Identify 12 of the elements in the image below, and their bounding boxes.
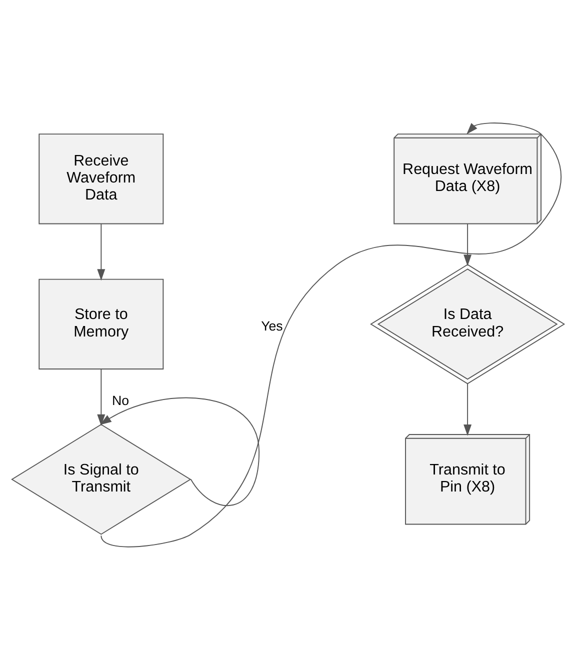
arrow bbox=[464, 224, 472, 266]
node-box: Receive Waveform Data bbox=[38, 134, 164, 224]
node-box: Store to Memory bbox=[38, 278, 164, 370]
arrow bbox=[100, 397, 260, 506]
edge-label: Yes bbox=[261, 318, 283, 334]
node-diamond: Is Data Received? bbox=[370, 264, 566, 384]
arrow bbox=[97, 368, 106, 426]
arrow bbox=[97, 224, 106, 281]
node-diamond: Is Signal to Transmit bbox=[11, 424, 192, 535]
arrow bbox=[100, 122, 562, 548]
arrow bbox=[464, 383, 472, 436]
edge-label: No bbox=[112, 393, 130, 408]
